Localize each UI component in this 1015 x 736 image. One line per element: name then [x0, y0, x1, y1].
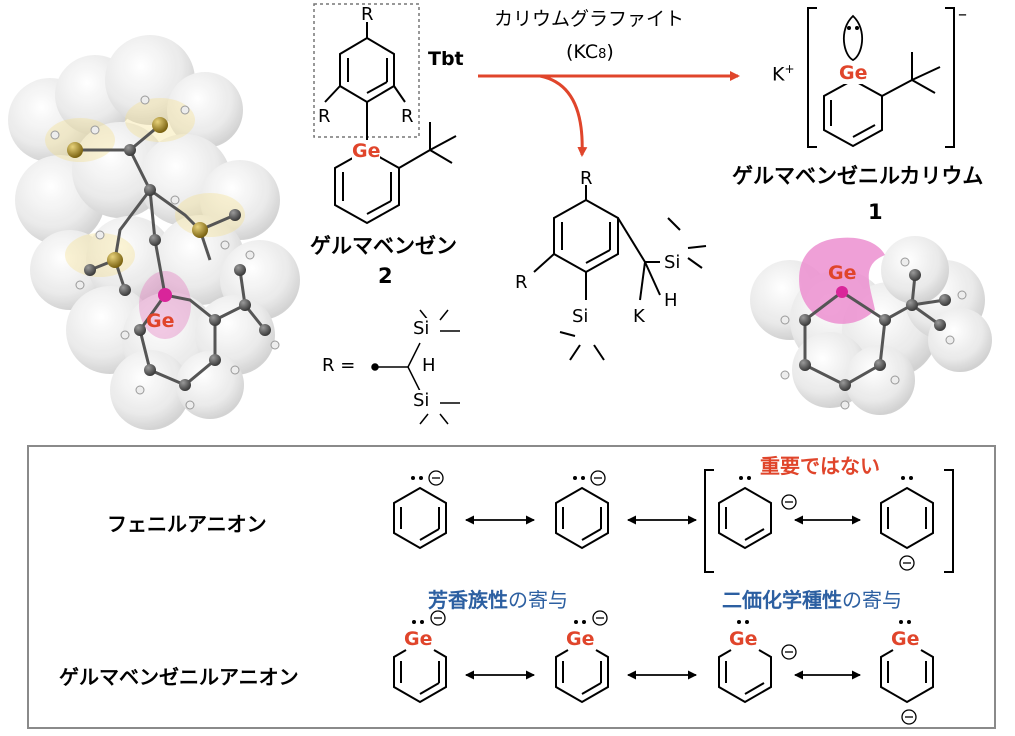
- structure-byproduct: [533, 185, 707, 361]
- r-label-byproduct-left: R: [515, 272, 528, 293]
- germabenzenyl-anion-label: ゲルマベンゼニルアニオン: [59, 665, 299, 689]
- molecule-model-right: [750, 236, 992, 415]
- si-label-byproduct-right: Si: [664, 252, 681, 273]
- compound-number-1: 1: [868, 200, 883, 224]
- germabenzene-name: ゲルマベンゼン: [310, 234, 457, 258]
- molecule-model-left: [8, 35, 300, 430]
- ge-label-resonance-c: Ge: [729, 628, 758, 650]
- germabenzenyl-potassium-name: ゲルマベンゼニルカリウム: [732, 164, 984, 188]
- ge-label-resonance-d: Ge: [891, 628, 920, 650]
- reagent-formula: (KC8): [566, 41, 614, 63]
- phenyl-resonance-row: [393, 469, 954, 573]
- si-label-byproduct-bottom: Si: [572, 306, 589, 327]
- si-label-lower: Si: [413, 390, 430, 411]
- ge-atom-label: Ge: [352, 140, 381, 162]
- r-label-byproduct-top: R: [580, 168, 593, 189]
- ge-label-model-right: Ge: [828, 262, 857, 284]
- phenyl-anion-charges: [428, 470, 915, 571]
- compound-number-2: 2: [378, 264, 393, 288]
- k-label-byproduct: K: [633, 306, 645, 327]
- structure-germabenzene: [313, 3, 457, 225]
- r-label-left: R: [318, 106, 331, 127]
- resonance-frame: [27, 445, 996, 729]
- structure-r-substituent: [371, 309, 460, 425]
- divalent-contribution-label: 二価化学種性の寄与: [722, 588, 902, 612]
- germabenzenyl-resonance-row: [393, 649, 934, 704]
- structure-germabenzenyl-potassium: [807, 7, 955, 148]
- r-definition-label: R =: [322, 355, 356, 376]
- ge-label-resonance-b: Ge: [566, 628, 595, 650]
- tbt-label: Tbt: [428, 48, 464, 70]
- r-label-right: R: [401, 106, 414, 127]
- lone-pair-dots: [847, 26, 859, 30]
- si-label-upper: Si: [413, 318, 430, 339]
- ge-label-model-left: Ge: [146, 310, 175, 332]
- anion-charge: –: [958, 4, 967, 25]
- phenyl-lone-pairs: [411, 476, 913, 480]
- h-label-byproduct: H: [664, 290, 678, 311]
- ge-atom-label-anion: Ge: [839, 62, 868, 84]
- r-label-top: R: [361, 4, 374, 25]
- ge-label-resonance-a: Ge: [404, 628, 433, 650]
- phenyl-anion-label: フェニルアニオン: [107, 512, 267, 536]
- potassium-cation: K+: [772, 62, 795, 86]
- aromaticity-contribution-label: 芳香族性の寄与: [428, 588, 568, 612]
- h-label-r: H: [422, 355, 436, 376]
- reagent-name: カリウムグラファイト: [494, 8, 685, 30]
- germabenzenyl-lone-pairs: [412, 620, 911, 624]
- not-important-label: 重要ではない: [760, 454, 880, 478]
- germabenzenyl-anion-charges: [430, 610, 917, 725]
- reaction-arrows: [478, 71, 740, 157]
